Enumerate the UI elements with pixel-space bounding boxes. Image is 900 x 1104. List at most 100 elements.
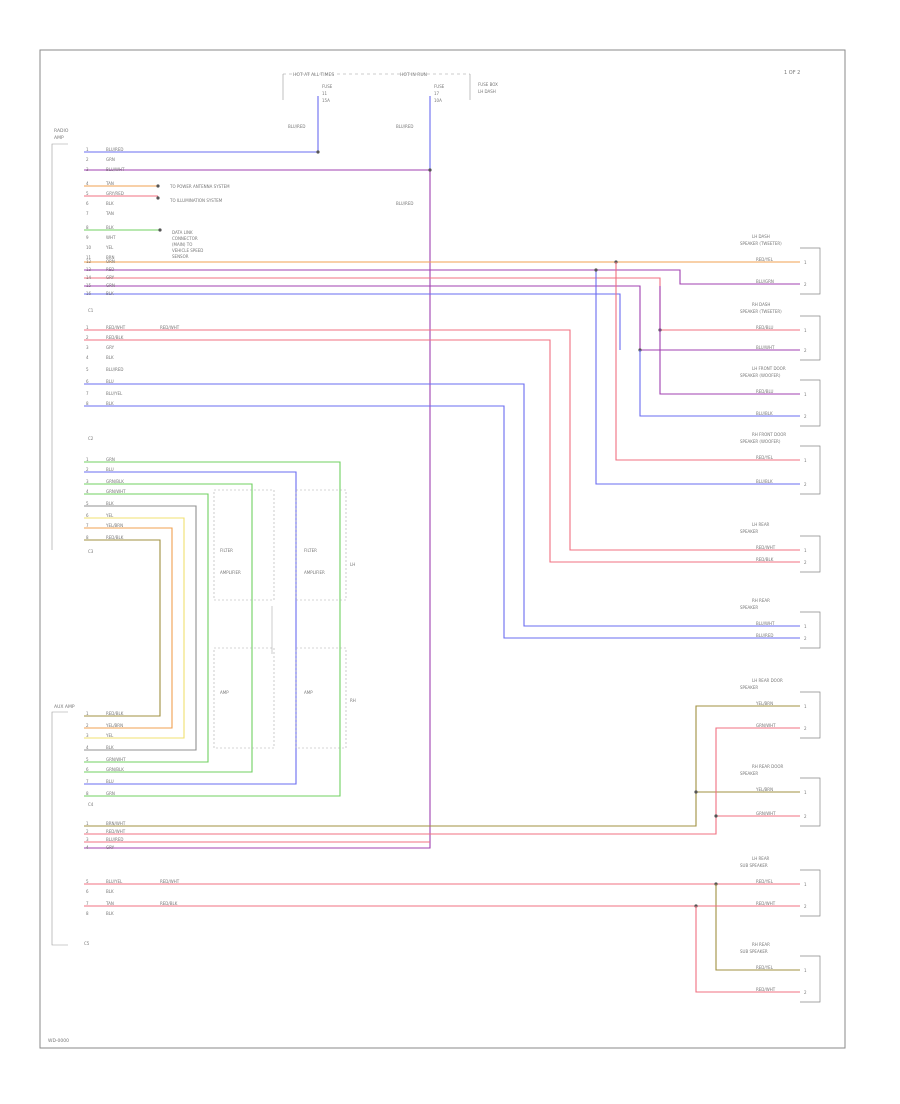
pin-number: 1 bbox=[86, 821, 89, 826]
pin-number: 2 bbox=[86, 335, 89, 340]
speaker-wire-label: RED/BLU bbox=[756, 325, 774, 330]
pin-number: 8 bbox=[86, 911, 89, 916]
pin-number: 5 bbox=[86, 879, 89, 884]
speaker-pin: 1 bbox=[804, 968, 807, 973]
pin-number: 9 bbox=[86, 235, 89, 240]
speaker-name: SPEAKER bbox=[740, 685, 758, 690]
speaker-connector bbox=[800, 535, 821, 573]
pin-number: 15 bbox=[86, 283, 92, 288]
pin-number: 1 bbox=[86, 457, 89, 462]
wire-aux-grn bbox=[84, 461, 341, 797]
pin-color-label: RED/BLK bbox=[106, 535, 124, 540]
footer-code: WD-0000 bbox=[48, 1038, 69, 1044]
speaker-wire-label: YEL/BRN bbox=[755, 701, 773, 706]
speaker-pin: 1 bbox=[804, 790, 807, 795]
pin-color-label: BRN bbox=[106, 255, 115, 260]
speaker-wire-label: BLU/BLK bbox=[756, 479, 773, 484]
pin-color-label: BLK bbox=[106, 911, 114, 916]
datalink-end bbox=[158, 228, 162, 232]
speaker-name: LH FRONT DOOR bbox=[752, 366, 786, 371]
pin-number: 7 bbox=[86, 391, 89, 396]
pin-color-label: BLK bbox=[106, 889, 114, 894]
svg-text:DATA LINK: DATA LINK bbox=[172, 230, 193, 235]
pin-number: 7 bbox=[86, 211, 89, 216]
svg-text:17: 17 bbox=[434, 91, 440, 96]
pin-color-label: RED/BLK bbox=[106, 711, 124, 716]
aux-filter-label: FILTER bbox=[220, 548, 233, 553]
speaker-name: LH REAR bbox=[752, 522, 770, 527]
aux-filter-label: FILTER bbox=[304, 548, 317, 553]
speaker-pin: 2 bbox=[804, 904, 807, 909]
fuse-label-right: HOT IN RUN bbox=[400, 72, 427, 78]
aux-amp-block-rh-upper bbox=[295, 489, 347, 601]
fuse-left-sub: FUSE 11 15A bbox=[322, 84, 333, 103]
speaker-pin: 2 bbox=[804, 560, 807, 565]
pin-number: 2 bbox=[86, 467, 89, 472]
speaker-connector bbox=[800, 869, 821, 917]
speaker-name: SPEAKER bbox=[740, 529, 758, 534]
pin-number: 8 bbox=[86, 401, 89, 406]
speaker-connector bbox=[800, 247, 821, 295]
pin-number: 12 bbox=[86, 259, 92, 264]
pin-number: 2 bbox=[86, 157, 89, 162]
to-illumination-label: TO ILLUMINATION SYSTEM bbox=[169, 198, 223, 203]
pin-color-label: GRY bbox=[106, 845, 115, 850]
pin-number: 1 bbox=[86, 325, 89, 330]
pin-color-label: BLU/RED bbox=[106, 367, 123, 372]
speaker-name: LH DASH bbox=[752, 234, 770, 239]
antenna-end bbox=[156, 184, 160, 188]
pin-number: 6 bbox=[86, 379, 89, 384]
pin-number: 14 bbox=[86, 275, 92, 280]
aux-amp-block-lh-lower bbox=[213, 647, 275, 749]
pin-color-label: GRN/WHT bbox=[106, 757, 126, 762]
speaker-name: RH REAR bbox=[752, 942, 770, 947]
speaker-connector bbox=[800, 445, 821, 495]
pin-color-label: GRY/RED bbox=[106, 191, 124, 196]
wire-aux-grnblk bbox=[84, 483, 253, 773]
speaker-pin: 2 bbox=[804, 414, 807, 419]
speaker-name: SPEAKER bbox=[740, 605, 758, 610]
pin-color-label: BLU/YEL bbox=[106, 391, 123, 396]
wire-rh-rear-neg bbox=[84, 405, 800, 639]
wire-aux-yel bbox=[84, 517, 185, 739]
bottom-wire-label: RED/BLK bbox=[160, 901, 178, 906]
wire-rh-dash-neg-a bbox=[84, 285, 800, 351]
wire-lh-rear-neg bbox=[84, 339, 800, 563]
fuse-label-left: HOT AT ALL TIMES bbox=[293, 72, 334, 78]
wire-rh-dash-neg-b bbox=[84, 293, 621, 350]
speaker-wire-label: RED/WHT bbox=[756, 987, 776, 992]
speaker-wire-label: RED/YEL bbox=[756, 257, 774, 262]
aux-amp-module-label: AUX AMP bbox=[54, 704, 75, 710]
splice-rdoor-neg bbox=[714, 814, 718, 818]
speaker-pin: 1 bbox=[804, 548, 807, 553]
pin-color-label: BLK bbox=[106, 291, 114, 296]
speaker-pin: 1 bbox=[804, 458, 807, 463]
wire-lh-front-pos bbox=[659, 286, 800, 395]
pin-color-label: GRY bbox=[106, 345, 115, 350]
speaker-pin: 2 bbox=[804, 636, 807, 641]
speaker-wire-label: RED/BLK bbox=[756, 557, 774, 562]
speaker-connector bbox=[800, 315, 821, 361]
wire-lh-rdoor-pos bbox=[84, 705, 800, 827]
fuse-right-sub: FUSE 17 10A bbox=[434, 84, 445, 103]
mid-wire-label: RED/WHT bbox=[160, 325, 180, 330]
connector-id-c1: C1 bbox=[88, 308, 94, 313]
pin-number: 3 bbox=[86, 167, 89, 172]
pin-color-label: RED bbox=[106, 267, 114, 272]
fuse17-wire-label: BLU/RED bbox=[396, 124, 413, 129]
pin-color-label: GRN/WHT bbox=[106, 489, 126, 494]
pin-number: 8 bbox=[86, 791, 89, 796]
aux-amplifier-label: AMPLIFIER bbox=[220, 570, 241, 575]
svg-text:FUSE: FUSE bbox=[322, 84, 333, 89]
speaker-pin: 2 bbox=[804, 990, 807, 995]
wire-lh-rear-pos bbox=[84, 329, 800, 551]
svg-text:10A: 10A bbox=[434, 98, 442, 103]
speaker-name: SUB SPEAKER bbox=[740, 863, 768, 868]
aux-amp-block-rh-lower bbox=[295, 647, 347, 749]
speaker-wire-label: RED/WHT bbox=[756, 545, 776, 550]
pin-color-label: BLU bbox=[106, 467, 114, 472]
pin-color-label: BLK bbox=[106, 201, 114, 206]
